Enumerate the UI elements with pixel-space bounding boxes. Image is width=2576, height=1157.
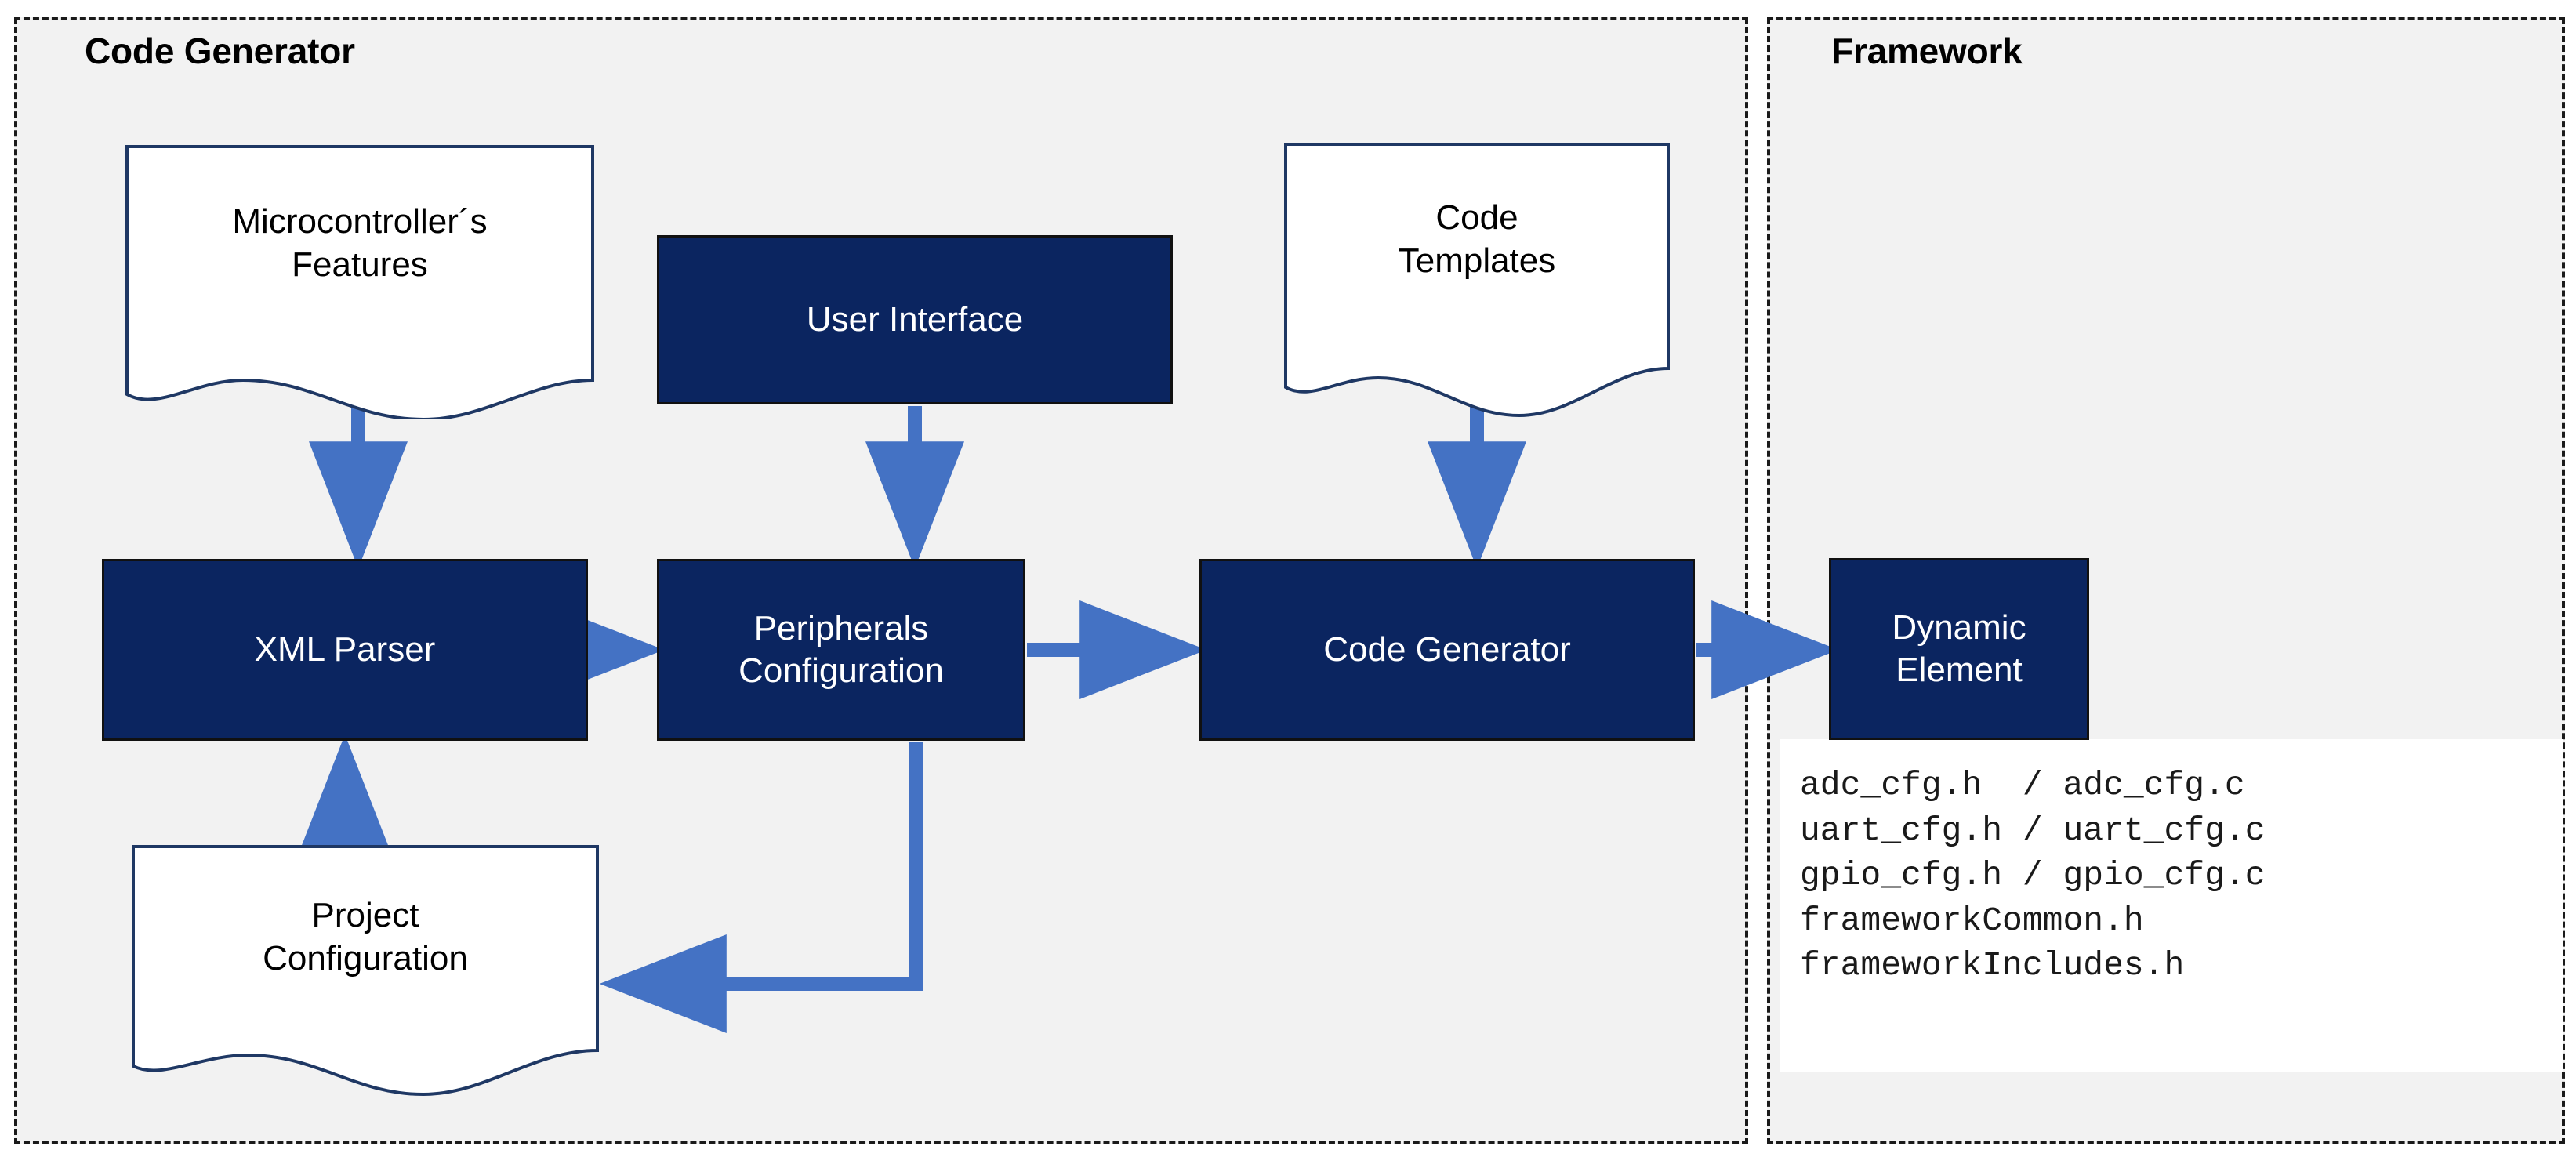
process-box-code-generator[interactable]: Code Generator [1199,559,1695,741]
panel-title-code-generator: Code Generator [85,31,355,71]
document-shape-icon [132,845,599,1096]
document-microcontroller-features: Microcontroller´s Features [125,145,594,419]
document-project-configuration: Project Configuration [132,845,599,1096]
process-box-user-interface[interactable]: User Interface [657,235,1173,404]
document-shape-icon [1284,143,1670,417]
process-box-xml-parser[interactable]: XML Parser [102,559,588,741]
document-label-code-templates: Code Templates [1398,198,1556,281]
document-label-microcontroller-features: Microcontroller´s Features [232,202,488,285]
generated-file-line: frameworkIncludes.h [1800,946,2185,985]
generated-file-line: frameworkCommon.h [1800,901,2144,940]
generated-file-line: gpio_cfg.h / gpio_cfg.c [1800,856,2266,895]
document-label-project-configuration: Project Configuration [263,896,468,978]
generated-files-panel: adc_cfg.h / adc_cfg.c uart_cfg.h / uart_… [1780,739,2563,1072]
process-box-peripherals-configuration[interactable]: Peripherals Configuration [657,559,1025,741]
panel-title-framework: Framework [1831,31,2023,71]
generated-file-line: adc_cfg.h / adc_cfg.c [1800,766,2245,804]
generated-file-line: uart_cfg.h / uart_cfg.c [1800,811,2266,850]
document-code-templates: Code Templates [1284,143,1670,417]
process-box-dynamic-element[interactable]: Dynamic Element [1829,558,2089,740]
